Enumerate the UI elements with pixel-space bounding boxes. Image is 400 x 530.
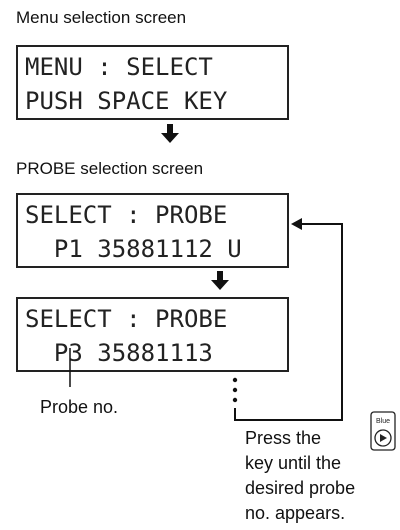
menu-lcd-screen: MENU : SELECT PUSH SPACE KEY [16, 45, 289, 120]
probe-number-label: Probe no. [40, 397, 119, 417]
blue-key-label: Blue [376, 418, 390, 425]
probe-lcd-screen-2: SELECT : PROBE P3 35881113 [16, 297, 289, 372]
menu-screen-caption: Menu selection screen [16, 8, 187, 27]
down-arrow-icon [161, 124, 179, 143]
probe-lcd-screen-1: SELECT : PROBE P1 35881112 U [16, 193, 289, 268]
menu-lcd-line1: MENU : SELECT [25, 53, 213, 81]
probe-lcd2-line1: SELECT : PROBE [25, 305, 228, 333]
blue-key-icon: Blue [370, 411, 396, 451]
probe-screen-caption: PROBE selection screen [16, 159, 204, 178]
instruction-line3: desired probe [245, 478, 356, 498]
probe-lcd2-line2: P3 35881113 [25, 339, 213, 367]
probe-lcd1-line2: P1 35881112 U [25, 235, 242, 263]
instruction-line1: Press the [245, 428, 322, 448]
return-loop-arrow [234, 218, 343, 421]
instruction-line2: key until the [245, 453, 342, 473]
down-arrow-icon [211, 271, 229, 290]
probe-lcd1-line1: SELECT : PROBE [25, 201, 228, 229]
menu-lcd-line2: PUSH SPACE KEY [25, 87, 228, 115]
continuation-dots [232, 377, 238, 403]
instruction-line4: no. appears. [245, 503, 346, 523]
